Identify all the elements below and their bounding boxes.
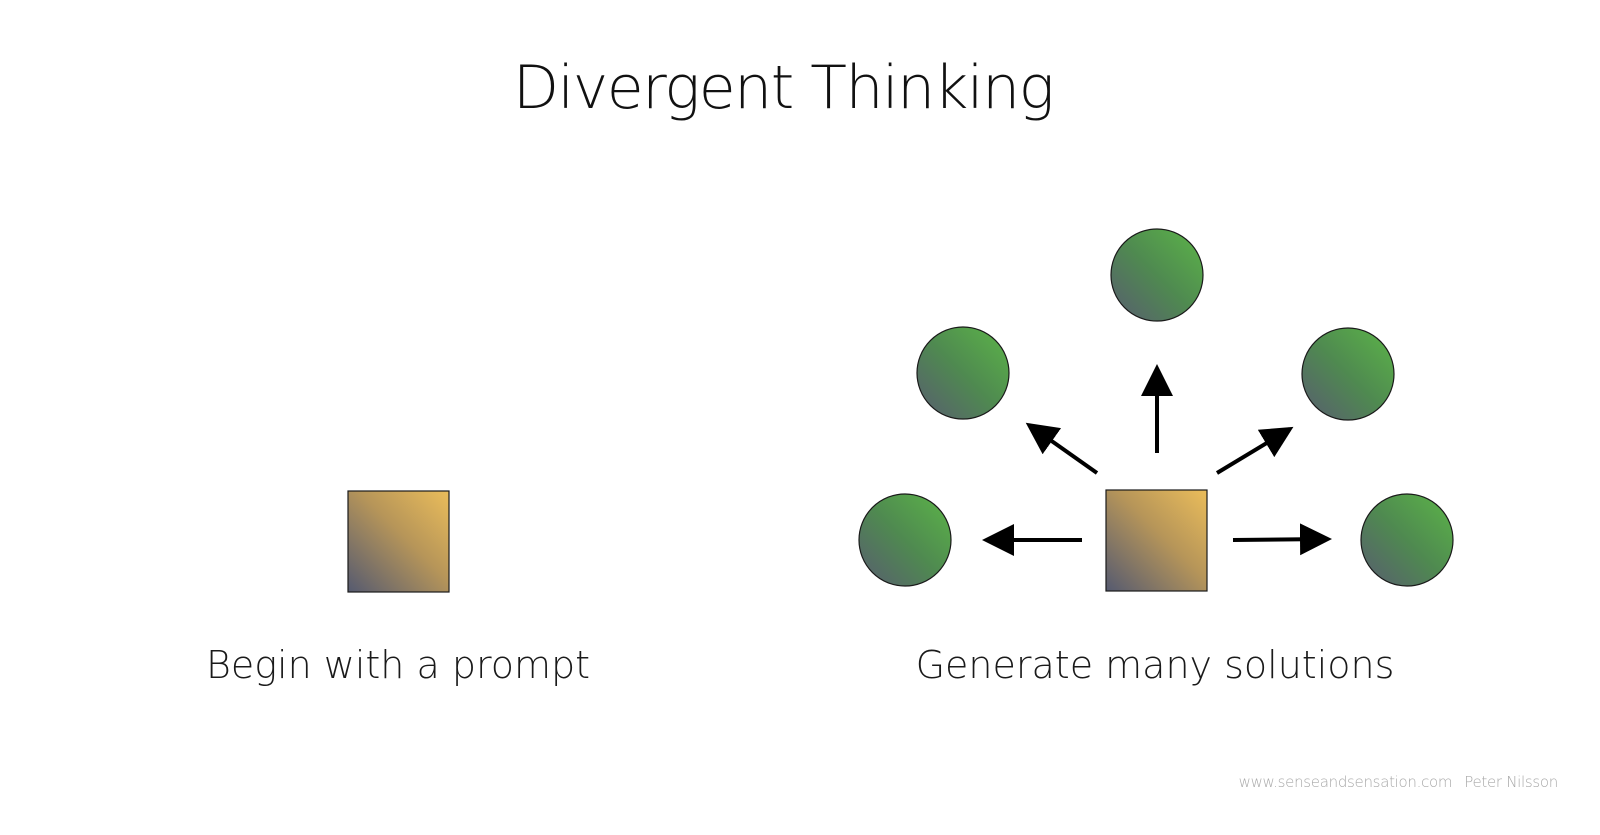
- solution-circle-top: [1110, 228, 1204, 322]
- footer-credit: www.senseandsensation.com Peter Nilsson: [1238, 773, 1559, 791]
- prompt-square-left: [347, 490, 450, 593]
- footer-author: Peter Nilsson: [1464, 773, 1558, 791]
- caption-begin-with-prompt: Begin with a prompt: [205, 643, 591, 687]
- solution-circle-left: [858, 493, 952, 587]
- footer-website: www.senseandsensation.com: [1238, 773, 1453, 791]
- caption-generate-solutions: Generate many solutions: [915, 643, 1395, 687]
- arrow-upper-right: [1215, 426, 1294, 475]
- arrow-right: [1232, 523, 1332, 556]
- prompt-square-right: [1105, 489, 1208, 592]
- solution-circle-right: [1360, 493, 1454, 587]
- solution-circle-upper-right: [1301, 327, 1395, 421]
- arrow-upper-left: [1025, 422, 1099, 475]
- solution-circle-upper-left: [916, 326, 1010, 420]
- slide-title: Divergent Thinking: [512, 53, 1055, 123]
